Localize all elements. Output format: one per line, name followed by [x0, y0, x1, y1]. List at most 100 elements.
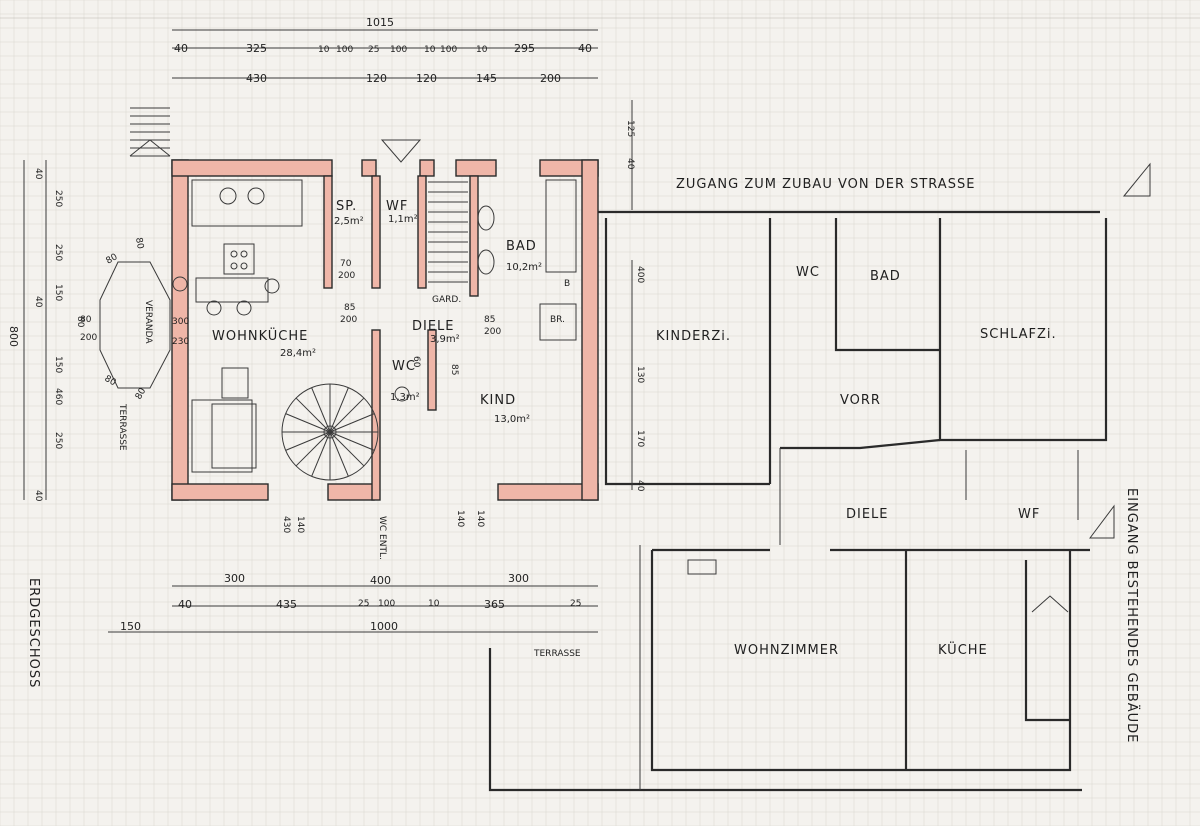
dim-bath-right-1: 40 — [625, 158, 635, 170]
dim-bot-r2-4: 10 — [428, 599, 440, 609]
dim-top-r2-2: 120 — [416, 72, 437, 85]
dim-top-r2-3: 145 — [476, 72, 497, 85]
access-note: ZUGANG ZUM ZUBAU VON DER STRASSE — [676, 177, 975, 192]
room-wf-label: WF — [386, 199, 408, 214]
dim-left-5: 80 — [75, 316, 85, 328]
room-terrasse-side-label: TERRASSE — [117, 403, 127, 451]
existing-room-labels: KINDERZi. WC BAD SCHLAFZi. VORR DIELE WF… — [533, 265, 1056, 659]
room-bad-existing-label: BAD — [870, 269, 901, 284]
sheet-title: ERDGESCHOSS — [26, 578, 41, 688]
dim-opening-3: 140 — [475, 510, 485, 527]
dim-opening-1: 430 — [281, 516, 291, 533]
dim-top-r1-3: 100 — [336, 45, 353, 55]
room-sp-label: SP. — [336, 199, 357, 214]
dimension-text-left: 40 250 250 40 150 80 150 460 250 40 800 — [7, 168, 85, 502]
room-wc-area: 1,3m² — [390, 392, 420, 403]
dimension-text-bottom: 300 400 300 40 435 25 100 10 365 25 150 … — [120, 572, 581, 633]
dim-opening-0: 140 — [295, 516, 305, 533]
new-room-labels: SP. 2,5m² WF 1,1m² BAD 10,2m² WOHNKÜCHE … — [117, 199, 570, 451]
dim-top-r1-4: 25 — [368, 45, 379, 55]
dim-door-5: 200 — [484, 327, 501, 337]
room-gard-label: GARD. — [432, 295, 461, 305]
room-br-label: BR. — [550, 315, 565, 325]
dim-left-1: 250 — [53, 190, 63, 207]
dim-top-r2-1: 120 — [366, 72, 387, 85]
dim-top-r1-10: 40 — [578, 42, 592, 55]
room-diele-label: DIELE — [412, 319, 455, 334]
room-wohnzimmer-label: WOHNZIMMER — [734, 643, 839, 658]
dim-bot-r2-2: 25 — [358, 599, 369, 609]
room-b-label: B — [564, 279, 570, 289]
dim-bot-r1-2: 300 — [508, 572, 529, 585]
stair-and-fixtures — [99, 107, 1151, 613]
dim-opening-2: WC ENTL. — [377, 516, 387, 560]
room-wc-label: WC — [392, 359, 416, 374]
dim-veranda-0: 80 — [133, 237, 145, 250]
dimension-lines — [0, 17, 1200, 633]
dim-top-r1-5: 100 — [390, 45, 407, 55]
entrance-note: EINGANG BESTEHENDES GEBÄUDE — [1124, 488, 1140, 743]
dim-top-r1-7: 100 — [440, 45, 457, 55]
dim-door-1: 200 — [340, 315, 357, 325]
dim-left-4: 150 — [53, 284, 63, 301]
dim-left-3: 40 — [33, 296, 43, 308]
dim-left-9: 40 — [33, 490, 43, 502]
dim-top-r1-1: 325 — [246, 42, 267, 55]
dim-left-6: 150 — [53, 356, 63, 373]
dim-existing-left-1: 130 — [635, 366, 645, 383]
room-kinderzi-label: KINDERZi. — [656, 329, 731, 344]
dim-veranda-2: 80 — [80, 315, 92, 325]
room-kueche-label: KÜCHE — [938, 641, 988, 658]
room-wohnkueche-area: 28,4m² — [280, 348, 316, 359]
dim-left-8: 250 — [53, 432, 63, 449]
dim-existing-left-3: 40 — [635, 480, 645, 492]
room-diele-existing-label: DIELE — [846, 507, 889, 522]
dim-door-0: 85 — [344, 303, 355, 313]
dim-kitchen-side-1: 230 — [172, 337, 189, 347]
dim-existing-left-2: 170 — [635, 430, 645, 447]
room-vorr-label: VORR — [840, 393, 881, 408]
dim-left-total: 800 — [7, 326, 20, 347]
dim-kitchen-side-0: 300 — [172, 317, 189, 327]
room-wf-existing-label: WF — [1018, 507, 1040, 522]
room-wohnkueche-label: WOHNKÜCHE — [212, 327, 308, 344]
dim-door-2: 70 — [340, 259, 352, 269]
dimension-text-top: 1015 40 325 10 100 25 100 10 100 10 295 … — [174, 16, 592, 85]
sheet-labels: ERDGESCHOSS ZUGANG ZUM ZUBAU VON DER STR… — [26, 177, 1140, 743]
dim-top-r1-8: 10 — [476, 45, 488, 55]
dim-veranda-4: 80 — [134, 386, 149, 401]
room-kind-label: KIND — [480, 393, 516, 408]
dim-door-7: 85 — [449, 364, 459, 375]
dim-bot-r3-0: 150 — [120, 620, 141, 633]
dim-bot-r2-1: 435 — [276, 598, 297, 611]
dim-top-r2-4: 200 — [540, 72, 561, 85]
room-sp-area: 2,5m² — [334, 216, 364, 227]
dim-top-r1-9: 295 — [514, 42, 535, 55]
room-bad-area: 10,2m² — [506, 262, 542, 273]
dim-left-0: 40 — [33, 168, 43, 180]
dim-top-r1-6: 10 — [424, 45, 436, 55]
dim-door-6: 60 — [411, 356, 421, 368]
dim-left-7: 460 — [53, 388, 63, 405]
dim-veranda-3: 80 — [103, 374, 118, 389]
room-kind-area: 13,0m² — [494, 414, 530, 425]
dim-door-3: 200 — [338, 271, 355, 281]
dim-opening-4: 140 — [455, 510, 465, 527]
room-bad-label: BAD — [506, 239, 537, 254]
dim-bot-r2-0: 40 — [178, 598, 192, 611]
dim-overall: 1015 — [366, 16, 394, 29]
dim-bot-r3-1: 1000 — [370, 620, 398, 633]
new-extension-walls — [171, 159, 599, 501]
dim-bot-r2-6: 25 — [570, 599, 581, 609]
room-diele-area: 3,9m² — [430, 334, 460, 345]
existing-building-walls — [488, 210, 1108, 792]
dim-bot-r2-5: 365 — [484, 598, 505, 611]
dim-veranda-5: 200 — [80, 333, 97, 343]
room-wc-existing-label: WC — [796, 265, 820, 280]
dim-top-r2-0: 430 — [246, 72, 267, 85]
dim-bot-r1-0: 300 — [224, 572, 245, 585]
dim-left-2: 250 — [53, 244, 63, 261]
dim-door-4: 85 — [484, 315, 495, 325]
dim-bath-right-0: 125 — [625, 120, 635, 137]
